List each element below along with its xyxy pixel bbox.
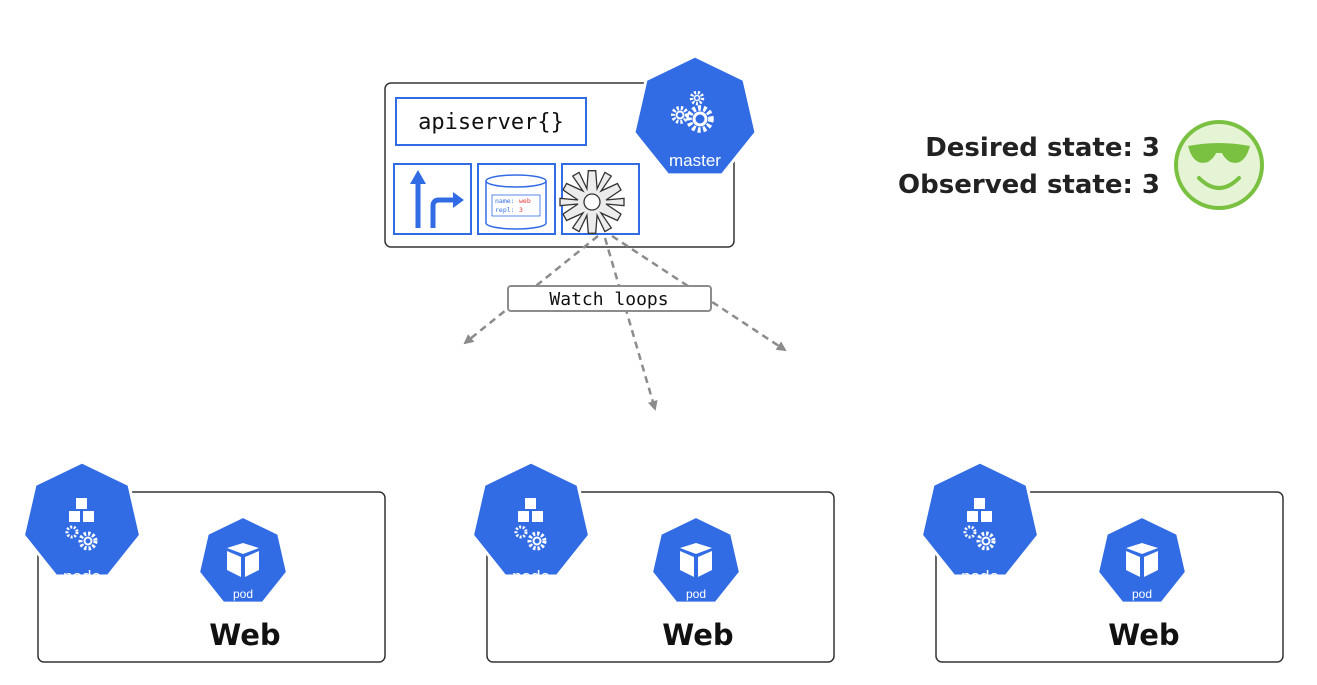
pod-badge: pod — [198, 515, 288, 604]
apiserver-box — [395, 97, 587, 146]
watch-arrow-right — [611, 234, 787, 352]
master-label: master — [669, 151, 721, 170]
store-line2-key: repl: — [495, 206, 515, 214]
master-node: apiserver{} name: web repl: 3 — [384, 54, 758, 248]
watch-arrow-middle — [603, 237, 658, 411]
master-badge: master — [632, 54, 758, 177]
watch-loops-label: Watch loops — [549, 289, 668, 310]
smiley-sunglasses-icon — [1174, 120, 1264, 210]
observed-state: Observed state: 3 — [898, 170, 1160, 200]
desired-state: Desired state: 3 — [925, 133, 1160, 163]
pod-cube-icon — [1126, 543, 1158, 577]
worker-node-3: node pod Web — [919, 460, 1284, 663]
pod-label: pod — [686, 587, 706, 601]
pod-cube-icon — [680, 543, 712, 577]
cluster-store-icon: name: web repl: 3 — [477, 163, 556, 235]
node-cubes-icon — [514, 498, 547, 551]
controller-manager-icon — [559, 163, 640, 235]
watch-loops: Watch loops — [463, 234, 787, 411]
pod-cube-icon — [227, 543, 259, 577]
node-label: node — [63, 567, 101, 586]
gears-icon — [671, 90, 714, 133]
store-line2-val: 3 — [519, 206, 523, 214]
node-label: node — [512, 567, 550, 586]
node-label: node — [961, 567, 999, 586]
worker-node-1: node pod Web — [21, 460, 386, 663]
watch-loops-box — [507, 285, 712, 312]
node-badge: node — [470, 460, 592, 586]
node-cubes-icon — [963, 498, 996, 551]
node-cubes-icon — [65, 498, 98, 551]
apiserver-label: apiserver{} — [418, 110, 564, 135]
state-panel: Desired state: 3 Observed state: 3 — [898, 120, 1264, 210]
store-line1-val: web — [519, 197, 531, 205]
pod-label: pod — [233, 587, 253, 601]
app-label: Web — [1108, 618, 1179, 652]
store-line1-key: name: — [495, 197, 515, 205]
scheduler-icon — [393, 163, 472, 235]
node-badge: node — [919, 460, 1041, 586]
app-label: Web — [662, 618, 733, 652]
pod-label: pod — [1132, 587, 1152, 601]
worker-node-2: node pod Web — [470, 460, 835, 663]
node-badge: node — [21, 460, 143, 586]
pod-badge: pod — [651, 515, 741, 604]
pod-badge: pod — [1097, 515, 1187, 604]
app-label: Web — [209, 618, 280, 652]
